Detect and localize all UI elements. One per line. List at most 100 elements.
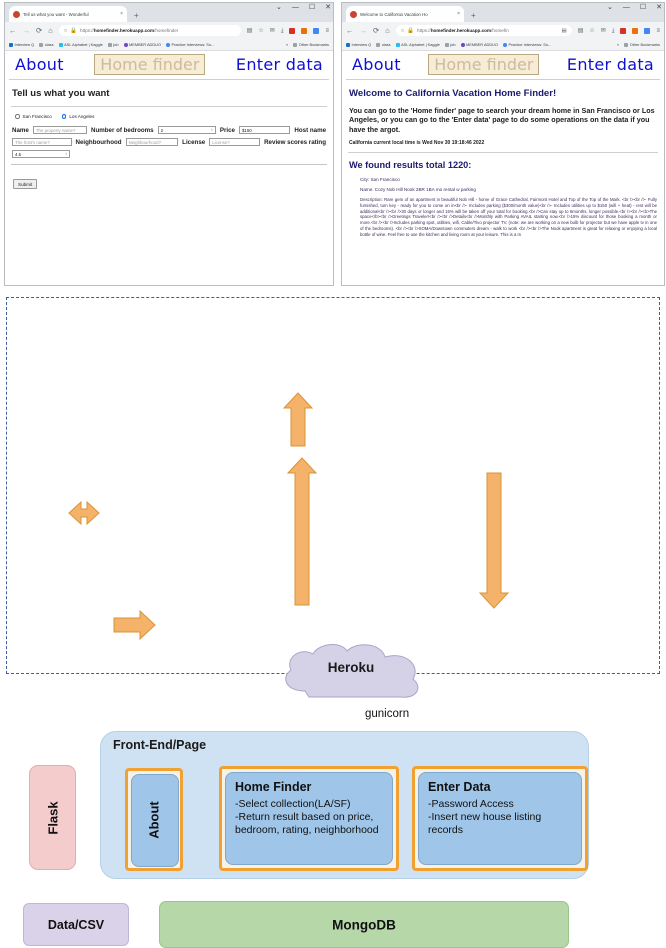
license-input[interactable]: License?: [209, 138, 261, 146]
other-bookmarks-label: Other Bookmarks: [629, 42, 660, 47]
address-bar[interactable]: ○ 🔒 https://homefinder.herokuapp.com/hom…: [395, 25, 572, 36]
price-input[interactable]: $150: [238, 126, 291, 134]
submit-button[interactable]: Submit: [13, 179, 38, 189]
home-icon[interactable]: ⌂: [385, 25, 390, 35]
bedrooms-input[interactable]: 2↕: [157, 126, 216, 134]
bookmark-item[interactable]: class: [376, 42, 391, 47]
bookmark-item[interactable]: MEMBER ADDUO: [123, 42, 161, 47]
address-bar[interactable]: ○ 🔒 https://homefinder.herokuapp.com/hom…: [58, 25, 241, 36]
bookmark-label: MEMBER ADDUO: [129, 42, 161, 47]
close-window-icon[interactable]: ✕: [656, 4, 662, 11]
close-tab-icon[interactable]: ×: [457, 11, 460, 17]
bookmarks-overflow[interactable]: »: [617, 42, 620, 47]
nav-link-enter-data[interactable]: Enter data: [566, 55, 654, 74]
nav-link-home-finder[interactable]: Home finder: [94, 54, 206, 75]
extension-blue-icon[interactable]: [644, 27, 651, 34]
nav-link-enter-data[interactable]: Enter data: [235, 55, 323, 74]
forward-icon[interactable]: →: [359, 25, 368, 35]
extension-mail-icon[interactable]: ✉: [269, 27, 275, 34]
bookmark-icon: [460, 42, 465, 47]
neighbourhood-input[interactable]: Neighbourhood?: [125, 138, 179, 146]
rating-input[interactable]: 4.5↕: [12, 150, 70, 158]
extension-mail-icon[interactable]: ✉: [600, 27, 606, 34]
city-radio-group: San Francisco Los Angeles: [15, 114, 329, 119]
name-input[interactable]: The property name?: [32, 126, 87, 134]
home-icon[interactable]: ⌂: [48, 25, 53, 35]
bookmark-label: Practice Interviews: So...: [171, 42, 215, 47]
reader-mode-icon[interactable]: ▤: [561, 27, 567, 34]
page-viewport-left: About Home finder Enter data Tell us wha…: [5, 51, 333, 285]
tab-title: Tell us what you want - Wonderful: [23, 11, 89, 17]
maximize-icon[interactable]: ☐: [308, 4, 316, 11]
label-name: Name: [12, 126, 29, 134]
bookmark-star-icon[interactable]: ☆: [589, 27, 595, 34]
nav-link-about[interactable]: About: [15, 55, 64, 74]
bookmark-item[interactable]: Practice Interviews: So...: [503, 42, 551, 47]
enter-data-box-highlight: Enter Data -Password Access -Insert new …: [412, 766, 588, 871]
close-window-icon[interactable]: ✕: [325, 4, 331, 11]
translate-icon[interactable]: ▤: [577, 27, 584, 34]
bookmark-item[interactable]: Interview Q: [9, 42, 34, 47]
radio-los-angeles[interactable]: Los Angeles: [61, 114, 94, 119]
extension-red-icon[interactable]: [620, 27, 627, 34]
extension-blue-icon[interactable]: [313, 27, 320, 34]
maximize-icon[interactable]: ☐: [639, 4, 647, 11]
browser-menu-icon[interactable]: ≡: [656, 27, 660, 34]
other-bookmarks-folder[interactable]: Other Bookmarks: [624, 42, 660, 47]
new-tab-icon[interactable]: +: [134, 11, 139, 20]
browser-tab-welcome[interactable]: Welcome to California Vacation Ho ×: [346, 6, 464, 22]
nav-link-about[interactable]: About: [352, 55, 401, 74]
minimize-icon[interactable]: —: [622, 4, 630, 11]
arrow-flask-frontend: [68, 500, 100, 526]
search-form: Name The property name? Number of bedroo…: [12, 126, 326, 158]
browser-menu-icon[interactable]: ≡: [325, 27, 329, 34]
bookmark-label: class: [381, 42, 391, 47]
radio-san-francisco[interactable]: San Francisco: [15, 114, 52, 119]
minimize-icon[interactable]: —: [291, 4, 299, 11]
bookmarks-overflow[interactable]: »: [286, 42, 289, 47]
reload-icon[interactable]: ⟳: [36, 25, 43, 35]
home-finder-box: Home Finder -Select collection(LA/SF) -R…: [225, 772, 393, 865]
bookmark-item[interactable]: Interview Q: [346, 42, 371, 47]
browser-window-welcome[interactable]: Welcome to California Vacation Ho × + ⌄ …: [341, 2, 665, 286]
browser-window-home-finder[interactable]: Tell us what you want - Wonderful × + ⌄ …: [4, 2, 334, 286]
downloads-icon[interactable]: ⤓: [280, 27, 284, 34]
reload-icon[interactable]: ⟳: [373, 25, 380, 35]
home-finder-box-highlight: Home Finder -Select collection(LA/SF) -R…: [219, 766, 399, 871]
bookmark-label: Practice Interviews: So...: [508, 42, 552, 47]
bookmark-icon: [346, 42, 350, 47]
heroku-label: Heroku: [327, 660, 375, 675]
bookmark-item[interactable]: ASL Alphabet | Kaggle: [58, 42, 103, 47]
enter-data-body: -Password Access -Insert new house listi…: [428, 798, 542, 836]
close-tab-icon[interactable]: ×: [120, 11, 123, 17]
stepper-icon[interactable]: ↕: [210, 127, 213, 132]
label-neighbourhood: Neighbourhood: [75, 138, 122, 146]
chevron-down-icon[interactable]: ⌄: [275, 4, 282, 11]
forward-icon[interactable]: →: [22, 25, 31, 35]
bookmark-item[interactable]: job: [444, 42, 456, 47]
chevron-down-icon[interactable]: ⌄: [606, 4, 613, 11]
local-time-text: California current local time is Wed Nov…: [349, 140, 485, 147]
browser-toolbar-left: ← → ⟳ ⌂ ○ 🔒 https://homefinder.herokuapp…: [5, 22, 333, 39]
back-icon[interactable]: ←: [9, 25, 17, 35]
extension-red-icon[interactable]: [289, 27, 296, 34]
back-icon[interactable]: ←: [346, 25, 354, 35]
extension-orange-icon[interactable]: [301, 27, 308, 34]
bookmark-item[interactable]: ASL Alphabet | Kaggle: [395, 42, 440, 47]
bookmark-item[interactable]: MEMBER ADDUO: [460, 42, 498, 47]
host-name-input[interactable]: The host's name?: [12, 138, 72, 146]
other-bookmarks-folder[interactable]: Other Bookmarks: [293, 42, 329, 47]
downloads-icon[interactable]: ⤓: [611, 27, 615, 34]
translate-icon[interactable]: ▤: [246, 27, 253, 34]
favicon-icon: [350, 10, 357, 18]
stepper-icon[interactable]: ↕: [65, 151, 67, 156]
bookmark-star-icon[interactable]: ☆: [258, 27, 264, 34]
extension-orange-icon[interactable]: [632, 27, 639, 34]
bookmark-item[interactable]: class: [39, 42, 54, 47]
new-tab-icon[interactable]: +: [471, 11, 476, 20]
bookmark-item[interactable]: Practice Interviews: So...: [166, 42, 214, 47]
bookmark-item[interactable]: job: [107, 42, 119, 47]
browser-tab-home-finder[interactable]: Tell us what you want - Wonderful ×: [9, 6, 127, 22]
nav-link-home-finder[interactable]: Home finder: [428, 54, 540, 75]
arrow-datacsv-mongodb: [113, 609, 156, 641]
